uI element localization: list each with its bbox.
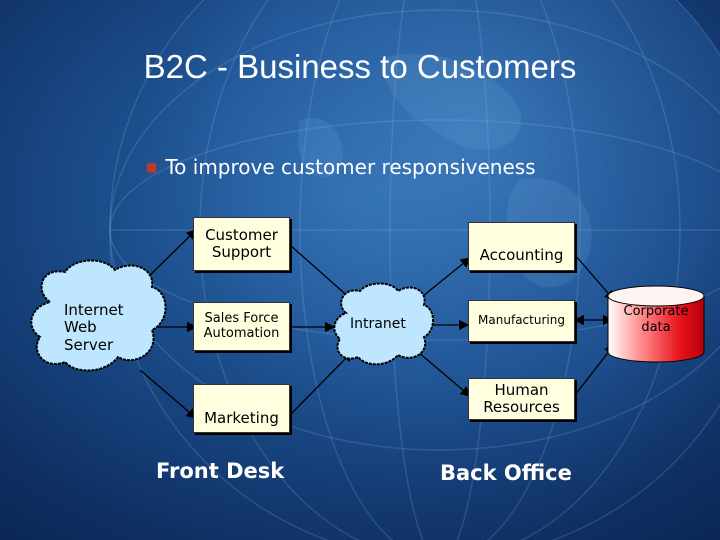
connector-marketing-intranet (289, 351, 353, 416)
database-cylinder-icon (607, 285, 705, 363)
corporate-data-label: Corporate data (606, 304, 706, 335)
connector-customer-intranet (289, 244, 353, 301)
bullet-square-icon: ■ (146, 160, 158, 174)
connector-accounting-data (574, 254, 615, 301)
accounting-label: Accounting (479, 245, 564, 264)
human-resources-line-1: Human (494, 380, 549, 399)
intranet-cloud-shape (333, 282, 434, 366)
front-desk-label: Front Desk (156, 459, 285, 483)
customer-support-box: Customer Support (193, 217, 290, 271)
internet-cloud-shape (30, 259, 167, 372)
corporate-data-line-2: data (641, 319, 671, 335)
internet-web-server-label: Internet Web Server (64, 301, 124, 354)
marketing-label: Marketing (204, 408, 279, 427)
web-server-line-1: Internet (64, 301, 124, 319)
sales-force-automation-box: Sales Force Automation (193, 302, 290, 351)
intranet-label: Intranet (350, 316, 406, 332)
bullet-text: To improve customer responsiveness (165, 155, 536, 179)
connector-intranet-hr (417, 351, 471, 397)
customer-support-line-2: Support (211, 243, 272, 261)
accounting-box: Accounting (468, 222, 575, 271)
customer-support-line-1: Customer (205, 225, 278, 244)
web-server-line-2: Web (64, 318, 97, 337)
marketing-box: Marketing (193, 384, 290, 433)
sales-force-line-1: Sales Force (204, 310, 279, 326)
manufacturing-box: Manufacturing (468, 300, 575, 342)
slide-title: B2C - Business to Customers (143, 48, 577, 85)
sales-force-line-2: Automation (203, 325, 280, 341)
corporate-data-line-1: Corporate (623, 304, 689, 319)
connector-web-marketing (139, 369, 197, 419)
human-resources-line-2: Resources (483, 398, 560, 416)
bullet-point: ■ To improve customer responsiveness (146, 155, 536, 179)
manufacturing-label: Manufacturing (478, 313, 565, 328)
connector-hr-data (574, 343, 615, 396)
connector-intranet-accounting (417, 257, 472, 301)
back-office-label: Back Office (440, 461, 572, 485)
human-resources-box: Human Resources (468, 378, 575, 420)
web-server-line-3: Server (64, 335, 114, 354)
